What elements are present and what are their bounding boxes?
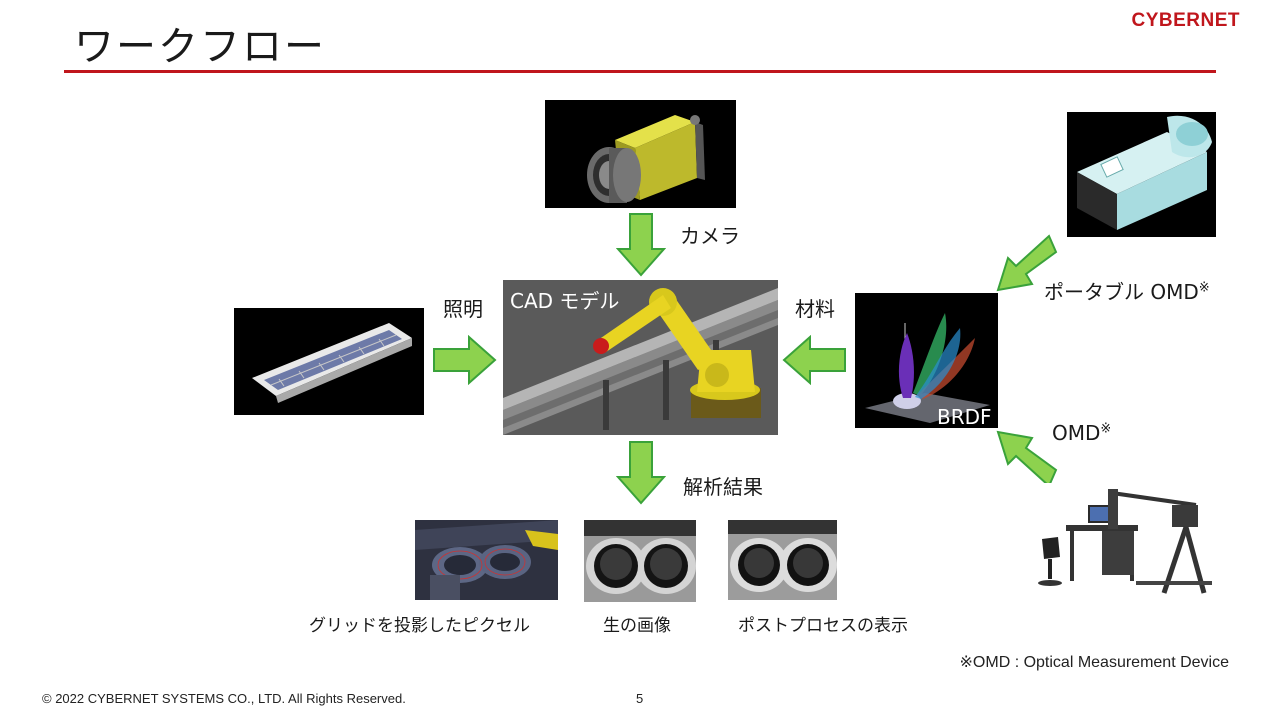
cad-model-image: [503, 280, 778, 435]
result-grid-projection-image: [415, 520, 558, 600]
result-raw-image: [584, 520, 696, 602]
omd-note-mark: ※: [1100, 421, 1112, 437]
brdf-label: BRDF: [937, 405, 992, 429]
arrow-down-camera: [616, 213, 666, 277]
result-caption-postprocess: ポストプロセスの表示: [738, 616, 908, 636]
page-title: ワークフロー: [74, 24, 326, 70]
result-caption-raw: 生の画像: [603, 616, 671, 636]
lighting-label: 照明: [443, 297, 483, 321]
camera-image: [545, 100, 736, 208]
footnote-omd: ※OMD : Optical Measurement Device: [959, 654, 1229, 671]
cad-model-label: CAD モデル: [510, 289, 620, 313]
page-number: 5: [636, 691, 644, 706]
omd-device-image: [1036, 483, 1216, 596]
portable-omd-note-mark: ※: [1198, 280, 1210, 296]
arrow-diagonal-omd: [996, 430, 1058, 488]
arrow-left-material: [782, 335, 846, 385]
omd-text: OMD: [1052, 421, 1101, 445]
analysis-label: 解析結果: [683, 475, 763, 499]
arrow-right-lighting: [433, 335, 497, 385]
result-postprocess-image: [728, 520, 837, 600]
copyright: © 2022 CYBERNET SYSTEMS CO., LTD. All Ri…: [42, 691, 406, 706]
arrow-down-results: [616, 441, 666, 505]
omd-label: OMD※: [1052, 421, 1111, 445]
portable-omd-image: [1067, 112, 1216, 237]
portable-omd-label: ポータブル OMD※: [1044, 276, 1210, 305]
brdf-image: [855, 293, 998, 428]
result-caption-grid: グリッドを投影したピクセル: [309, 616, 530, 636]
material-label: 材料: [795, 297, 835, 321]
camera-label: カメラ: [680, 224, 740, 248]
title-divider: [64, 70, 1216, 73]
portable-omd-text: ポータブル OMD: [1044, 280, 1199, 304]
arrow-diagonal-portable-omd: [996, 234, 1058, 292]
cybernet-logo: CYBERNET: [1131, 10, 1240, 31]
lighting-fixture-image: [234, 308, 424, 415]
